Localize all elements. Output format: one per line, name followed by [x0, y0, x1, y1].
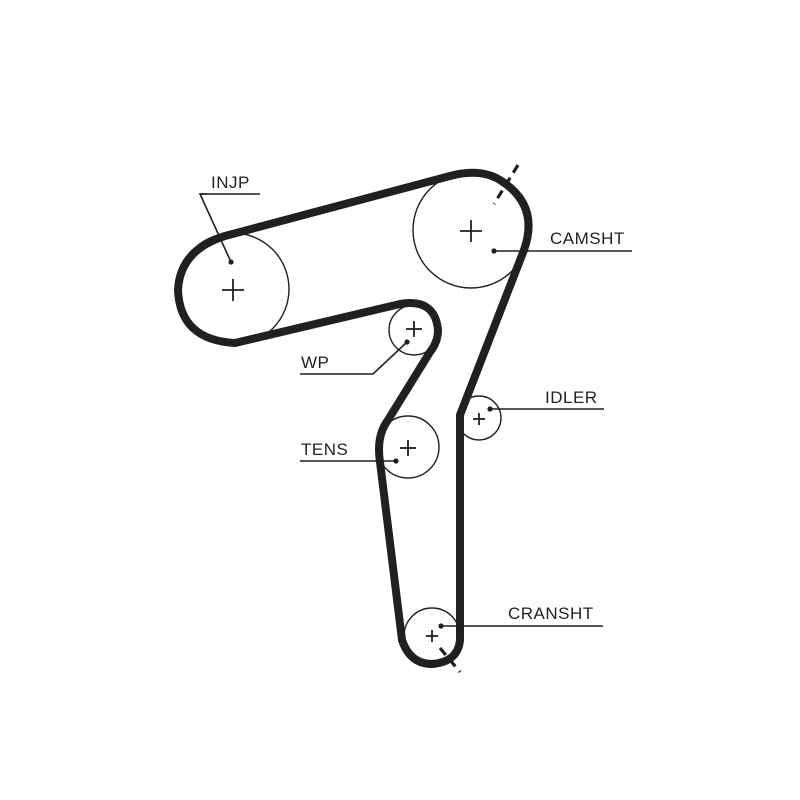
tensioner-center-icon: [400, 440, 416, 456]
tens-leader-dot: [393, 458, 399, 464]
idler-leader-dot: [487, 406, 493, 412]
water-pump-center-icon: [406, 321, 422, 337]
injp-leader-dot: [228, 259, 234, 265]
wp-leader-dot: [404, 339, 410, 345]
timing-belt: [174, 168, 533, 668]
wp-label: WP: [301, 353, 329, 372]
wp-leader-line: [300, 341, 408, 375]
injection-pump-center-icon: [222, 279, 244, 301]
tens-label: TENS: [301, 440, 348, 459]
camshaft-timing-mark: [492, 164, 520, 205]
crankshaft-timing-mark: [438, 646, 462, 674]
injp-label: INJP: [211, 173, 250, 192]
camshaft-center-icon: [460, 220, 482, 242]
cranksht-leader-dot: [438, 623, 444, 629]
crankshaft-center-icon: [426, 630, 438, 642]
camsht-leader-dot: [491, 248, 497, 254]
cranksht-label: CRANSHT: [508, 604, 594, 623]
camsht-label: CAMSHT: [550, 229, 625, 248]
idler-center-icon: [473, 413, 485, 425]
idler-label: IDLER: [545, 388, 598, 407]
